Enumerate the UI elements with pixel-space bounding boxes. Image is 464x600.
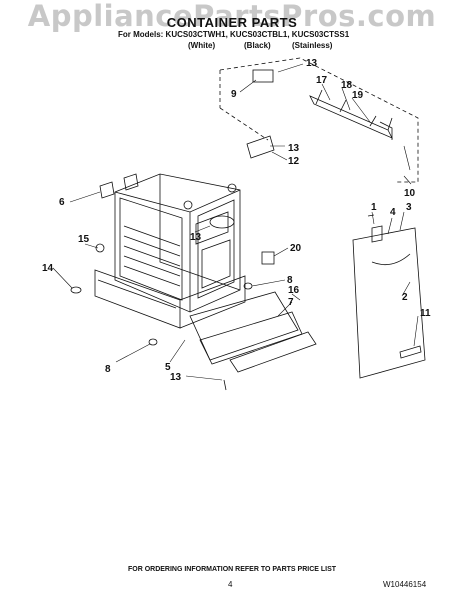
top-bracket [309, 89, 393, 140]
page-title: CONTAINER PARTS [166, 15, 298, 30]
bracket-12 [246, 135, 275, 159]
callout-7: 7 [288, 297, 294, 308]
callout-3: 3 [406, 202, 412, 213]
callout-19: 19 [352, 90, 364, 101]
callout-10: 10 [404, 188, 416, 199]
container-body [114, 173, 241, 313]
color-white: (White) [188, 41, 216, 50]
callout-6: 6 [59, 197, 65, 208]
color-stainless: (Stainless) [292, 41, 333, 50]
screw-15 [95, 243, 105, 253]
callout-15: 15 [78, 234, 90, 245]
watermark: AppliancePartsPros.com [27, 0, 437, 32]
document-number: W10446154 [383, 580, 427, 589]
color-black: (Black) [244, 41, 271, 50]
callout-11: 11 [420, 308, 431, 319]
hinge-parts-6 [99, 173, 139, 199]
screw-8-lower [148, 338, 158, 346]
callout-13-bottom: 13 [170, 372, 182, 383]
screw-14 [70, 286, 82, 294]
callout-9: 9 [231, 89, 237, 100]
ordering-info-footer: FOR ORDERING INFORMATION REFER TO PARTS … [127, 566, 337, 573]
callout-13-body: 13 [190, 232, 202, 243]
model-numbers: For Models: KUCS03CTWH1, KUCS03CTBL1, KU… [118, 30, 350, 39]
callout-4: 4 [390, 207, 396, 218]
bracket-9 [252, 69, 274, 83]
callout-18: 18 [341, 80, 353, 91]
callout-13-top: 13 [306, 58, 318, 69]
callout-16: 16 [288, 285, 300, 296]
callout-5: 5 [165, 362, 171, 373]
callout-2: 2 [402, 292, 408, 303]
base-frame [94, 269, 246, 329]
callout-8-left: 8 [105, 364, 111, 375]
callout-8-right: 8 [287, 275, 293, 286]
callout-13-mid: 13 [288, 143, 300, 154]
callout-20: 20 [290, 243, 302, 254]
clip-20 [261, 251, 275, 265]
door-panel [352, 227, 426, 379]
callout-17: 17 [316, 75, 328, 86]
dashed-frame [219, 57, 419, 183]
screw-13-bottom [223, 379, 227, 391]
page-number: 4 [228, 580, 233, 589]
callout-1: 1 [371, 202, 377, 213]
screw-1 [367, 214, 383, 243]
callout-14: 14 [42, 263, 54, 274]
callout-12: 12 [288, 156, 300, 167]
toe-kick-assembly [189, 291, 317, 373]
